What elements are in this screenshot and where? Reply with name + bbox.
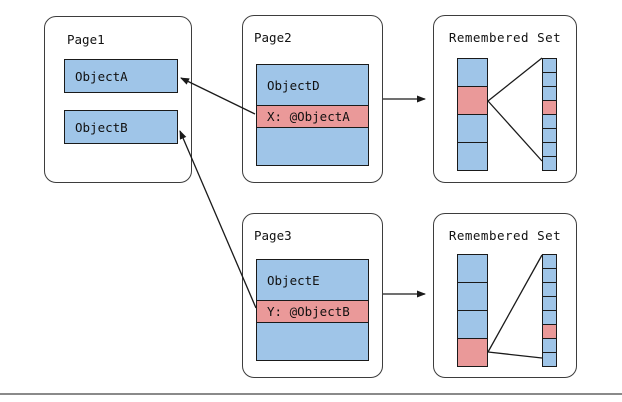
rs-top-fine-column [542,58,557,171]
remembered-set-top-title: Remembered Set [448,30,562,45]
field-x-label: X: @ObjectA [267,109,350,124]
rs-bottom-coarse-cell [458,282,487,310]
objectE-label: ObjectE [267,272,320,288]
rs-top-fine-cell [543,128,556,142]
objectB-label: ObjectB [75,119,128,135]
objectD-body-section [257,127,368,165]
rs-bottom-coarse-cell [458,310,487,338]
rs-bottom-fine-cell [543,268,556,282]
page2-title: Page2 [254,30,292,45]
rs-bottom-fine-cell [543,352,556,366]
objectE-field-y-section: Y: @ObjectB [257,300,368,322]
rs-bottom-fine-cell [543,255,556,268]
rs-top-fine-cell [543,72,556,86]
rs-top-coarse-cell [458,86,487,114]
objectA-label: ObjectA [75,68,128,84]
rs-bottom-fine-cell [543,324,556,338]
objectD-stack: ObjectD X: @ObjectA [256,64,369,166]
rs-top-fine-cell [543,59,556,72]
objectA-box: ObjectA [64,59,178,93]
objectE-body-section [257,322,368,360]
rs-top-coarse-column [457,58,488,171]
objectE-stack: ObjectE Y: @ObjectB [256,259,369,361]
objectD-label: ObjectD [267,77,320,93]
objectB-box: ObjectB [64,110,178,144]
page1-title: Page1 [67,32,105,47]
rs-bottom-fine-cell [543,296,556,310]
rs-top-fine-cell [543,156,556,170]
rs-top-coarse-cell [458,114,487,142]
rs-top-fine-cell [543,114,556,128]
rs-bottom-coarse-column [457,254,488,367]
objectE-header-section: ObjectE [257,260,368,300]
rs-bottom-fine-cell [543,282,556,296]
rs-bottom-fine-column [542,254,557,367]
page3-container: Page3 ObjectE Y: @ObjectB [242,213,383,378]
rs-top-coarse-cell [458,142,487,170]
rs-bottom-fine-cell [543,338,556,352]
page1-container: Page1 ObjectA ObjectB [44,16,192,183]
rs-bottom-coarse-cell [458,255,487,282]
field-y-label: Y: @ObjectB [267,304,350,319]
remembered-set-bottom-title: Remembered Set [448,228,562,243]
page2-container: Page2 ObjectD X: @ObjectA [242,15,383,183]
objectD-header-section: ObjectD [257,65,368,105]
rs-bottom-fine-cell [543,310,556,324]
rs-top-fine-cell [543,86,556,100]
bottom-rule [0,393,622,395]
rs-top-coarse-cell [458,59,487,86]
objectD-field-x-section: X: @ObjectA [257,105,368,127]
page3-title: Page3 [254,228,292,243]
rs-top-fine-cell [543,142,556,156]
rs-top-fine-cell [543,100,556,114]
rs-bottom-coarse-cell [458,338,487,366]
